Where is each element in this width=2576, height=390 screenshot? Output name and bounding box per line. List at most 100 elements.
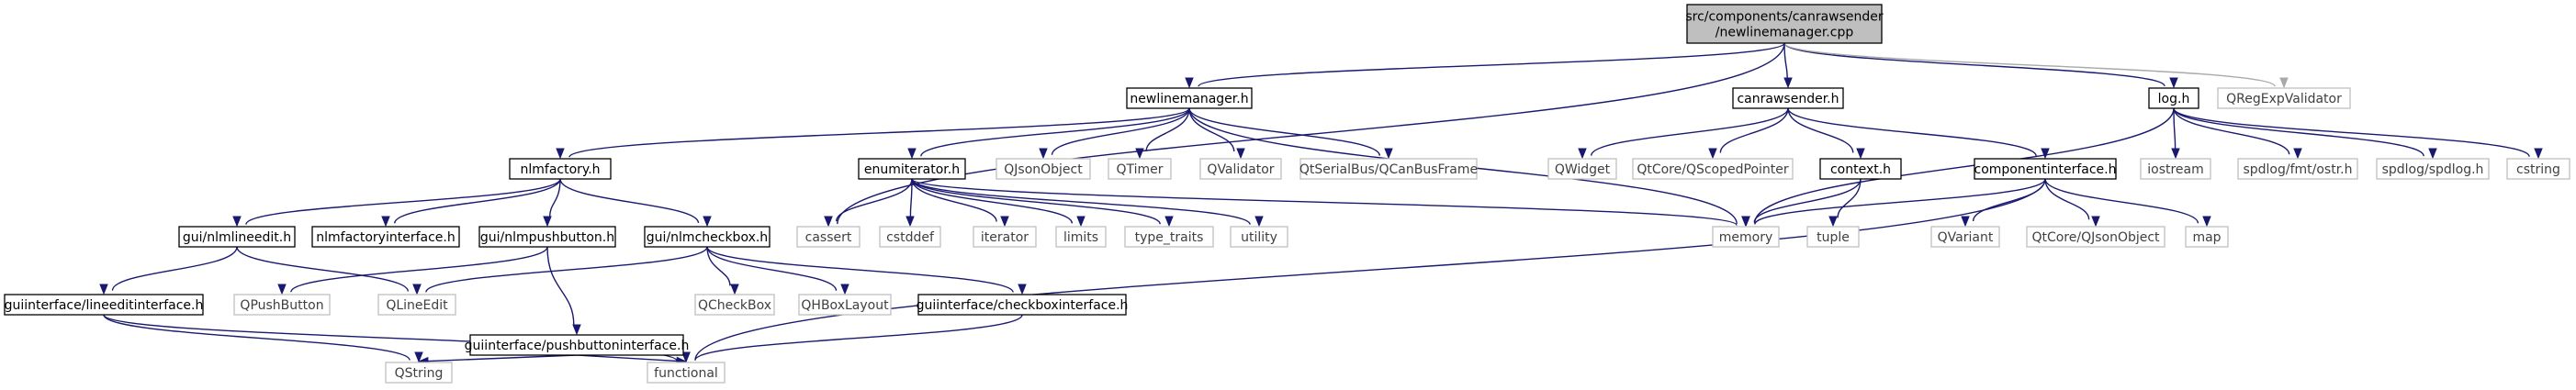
node-componentinterface-h[interactable]: componentinterface.h xyxy=(1974,158,2117,180)
edge-line xyxy=(1783,42,2165,87)
arrowhead xyxy=(2091,216,2100,228)
arrowhead xyxy=(730,284,739,295)
node-type-traits: type_traits xyxy=(1124,226,1214,248)
node-label: /newlinemanager.cpp xyxy=(1715,26,1854,40)
node-context-h[interactable]: context.h xyxy=(1819,158,1902,180)
node-iostream: iostream xyxy=(2140,158,2211,180)
node-box xyxy=(377,294,456,316)
edge-gui-nlmpushbutton-h-to-qpushbutton xyxy=(277,246,548,295)
node-src-components-canrawsender-newlinemanager-cpp[interactable]: src/components/canrawsender/newlinemanag… xyxy=(1685,4,1884,44)
edge-nlmfactory-h-to-nlmfactoryinterface-h xyxy=(381,178,561,228)
node-qregexpvalidator: QRegExpValidator xyxy=(2217,87,2351,109)
node-nlmfactory-h[interactable]: nlmfactory.h xyxy=(509,158,612,180)
edge-line xyxy=(103,314,411,361)
arrowhead xyxy=(681,351,691,363)
edge-line xyxy=(290,246,548,293)
arrowhead xyxy=(1961,216,1970,228)
edge-gui-nlmpushbutton-h-to-guiinterface-pushbuttoninterface-h xyxy=(546,246,581,336)
arrowhead xyxy=(1578,148,1587,160)
arrowhead xyxy=(1135,148,1144,160)
edge-line xyxy=(2173,107,2530,157)
edge-componentinterface-h-to-functional xyxy=(681,178,2046,363)
node-guiinterface-checkboxinterface-h[interactable]: guiinterface/checkboxinterface.h xyxy=(917,294,1129,316)
node-label: map xyxy=(2192,230,2221,245)
node-label: type_traits xyxy=(1135,230,1204,245)
edge-line xyxy=(909,178,913,217)
node-label: guiinterface/checkboxinterface.h xyxy=(917,298,1129,313)
edge-line xyxy=(393,178,561,224)
edge-enumiterator-h-to-utility xyxy=(911,178,1264,228)
node-cstring: cstring xyxy=(2506,158,2570,180)
node-gui-nlmcheckbox-h[interactable]: gui/nlmcheckbox.h xyxy=(644,226,771,248)
edge-newlinemanager-h-to-qjsonobject xyxy=(1039,107,1190,160)
node-guiinterface-lineeditinterface-h[interactable]: guiinterface/lineeditinterface.h xyxy=(4,294,204,316)
edge-gui-nlmlineedit-h-to-guiinterface-lineeditinterface-h xyxy=(99,246,238,295)
node-box xyxy=(509,158,612,180)
node-label: newlinemanager.h xyxy=(1130,92,1248,106)
edge-layer xyxy=(99,42,2543,366)
node-box xyxy=(2148,87,2199,109)
edge-enumiterator-h-to-iterator xyxy=(911,178,1009,228)
node-box xyxy=(1686,4,1883,44)
edge-canrawsender-h-to-context-h xyxy=(1787,107,1865,160)
node-log-h[interactable]: log.h xyxy=(2148,87,2199,109)
node-label: nlmfactoryinterface.h xyxy=(316,230,455,245)
edge-line xyxy=(1591,107,1789,156)
node-label: componentinterface.h xyxy=(1974,162,2117,177)
arrowhead xyxy=(1076,216,1086,228)
edge-line xyxy=(837,42,1785,225)
edge-line xyxy=(836,178,913,222)
edge-line xyxy=(2173,107,2177,150)
node-box xyxy=(1712,226,1780,248)
node-qpushbutton: QPushButton xyxy=(233,294,331,316)
node-label: functional xyxy=(654,366,718,381)
edge-nlmfactory-h-to-gui-nlmpushbutton-h xyxy=(543,178,561,228)
node-box xyxy=(2376,158,2490,180)
edge-line xyxy=(1719,107,1789,153)
node-tuple: tuple xyxy=(1806,226,1860,248)
node-label: QTimer xyxy=(1116,162,1163,177)
node-label: QWidget xyxy=(1555,162,1611,177)
node-newlinemanager-h[interactable]: newlinemanager.h xyxy=(1126,87,1253,109)
node-label: tuple xyxy=(1817,230,1850,245)
node-label: guiinterface/lineeditinterface.h xyxy=(5,298,204,313)
node-label: cstring xyxy=(2516,162,2560,177)
node-canrawsender-h[interactable]: canrawsender.h xyxy=(1732,87,1844,109)
edge-guiinterface-checkboxinterface-h-to-functional xyxy=(681,314,1023,363)
node-label: QLineEdit xyxy=(386,298,448,313)
node-enumiterator-h[interactable]: enumiterator.h xyxy=(858,158,966,180)
edge-enumiterator-h-to-type-traits xyxy=(911,178,1174,228)
edge-line xyxy=(1051,107,1190,155)
edge-canrawsender-h-to-componentinterface-h xyxy=(1787,107,2050,160)
node-box xyxy=(694,294,775,316)
node-label: gui/nlmcheckbox.h xyxy=(647,230,768,245)
node-guiinterface-pushbuttoninterface-h[interactable]: guiinterface/pushbuttoninterface.h xyxy=(465,334,690,356)
edge-newlinemanager-h-to-qtimer xyxy=(1135,107,1190,160)
node-nlmfactoryinterface-h[interactable]: nlmfactoryinterface.h xyxy=(311,226,460,248)
edge-line xyxy=(2044,178,2090,220)
node-label: QtCore/QJsonObject xyxy=(2031,230,2160,245)
node-spdlog-spdlog-h: spdlog/spdlog.h xyxy=(2376,158,2490,180)
node-iterator: iterator xyxy=(973,226,1037,248)
arrowhead xyxy=(703,216,712,228)
edge-line xyxy=(1188,107,1380,156)
node-gui-nlmlineedit-h[interactable]: gui/nlmlineedit.h xyxy=(178,226,296,248)
edge-src-components-canrawsender-newlinemanager-cpp-to-canrawsender-h xyxy=(1783,42,1793,89)
node-label: gui/nlmpushbutton.h xyxy=(480,230,614,245)
node-qwidget: QWidget xyxy=(1547,158,1617,180)
edge-line xyxy=(2044,178,2199,224)
node-box xyxy=(798,294,892,316)
node-box xyxy=(2506,158,2570,180)
node-gui-nlmpushbutton-h[interactable]: gui/nlmpushbutton.h xyxy=(478,226,616,248)
node-label: guiinterface/pushbuttoninterface.h xyxy=(465,339,690,353)
arrowhead xyxy=(277,284,287,295)
node-box xyxy=(917,294,1127,316)
edge-guiinterface-lineeditinterface-h-to-qstring xyxy=(103,314,423,363)
arrowhead xyxy=(572,324,581,336)
node-qjsonobject: QJsonObject xyxy=(996,158,1091,180)
node-label: memory xyxy=(1719,230,1773,245)
node-qlineedit: QLineEdit xyxy=(377,294,456,316)
arrowhead xyxy=(1708,148,1717,160)
arrowhead xyxy=(232,216,242,228)
edge-line xyxy=(1837,178,1862,218)
